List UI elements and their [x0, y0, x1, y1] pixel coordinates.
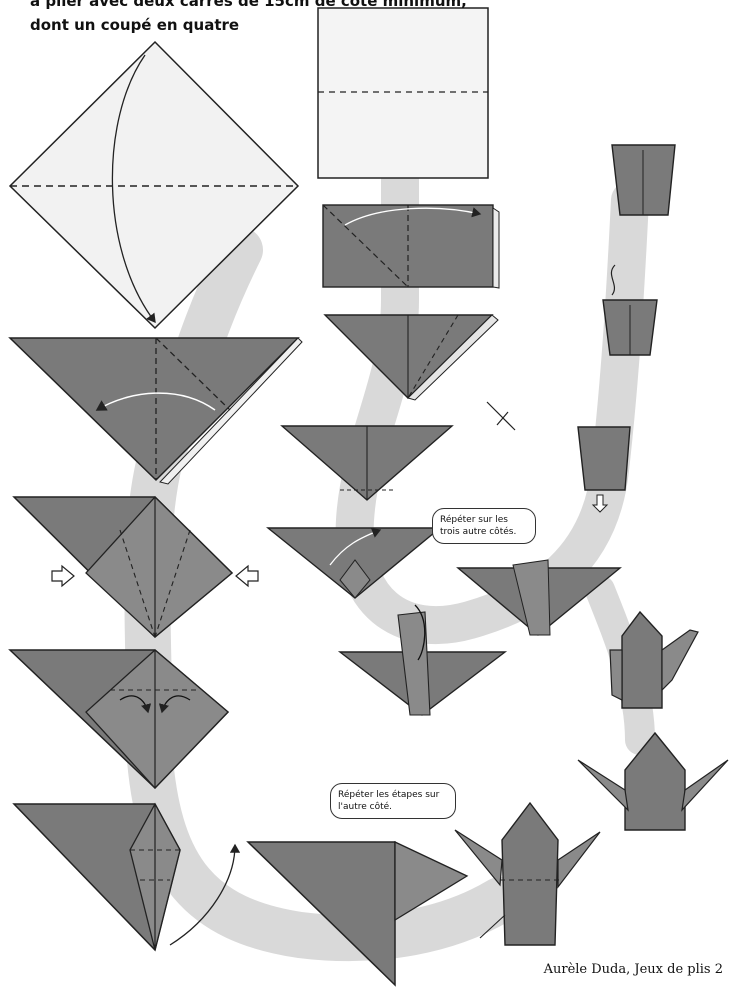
- repeat-steps-bubble: Répéter les étapes sur l'autre côté.: [330, 783, 456, 819]
- small-square-step: [318, 8, 488, 178]
- mid-step-triangle-b: [268, 528, 440, 598]
- intro-line-1: à plier avec deux carrés de 15cm de côté…: [30, 0, 467, 10]
- step4-kite: [10, 650, 228, 788]
- push-arrow-left-icon: [52, 566, 74, 586]
- small-triangle-step: [325, 315, 515, 430]
- step1-diamond: [10, 42, 298, 328]
- mid-step-triangle-a: [282, 426, 452, 500]
- repeat-sides-bubble: Répéter sur les trois autre côtés.: [432, 508, 536, 544]
- small-rectangle-step: [323, 205, 499, 288]
- push-arrow-right-icon: [236, 566, 258, 586]
- right-step-plane: [578, 733, 728, 830]
- right-step-box-1: [612, 145, 675, 215]
- intro-line-2: dont un coupé en quatre: [30, 16, 239, 34]
- step2-big-triangle: [10, 338, 302, 484]
- author-credit: Aurèle Duda, Jeux de plis 2: [544, 962, 723, 977]
- step3-squash-fold: [14, 497, 258, 637]
